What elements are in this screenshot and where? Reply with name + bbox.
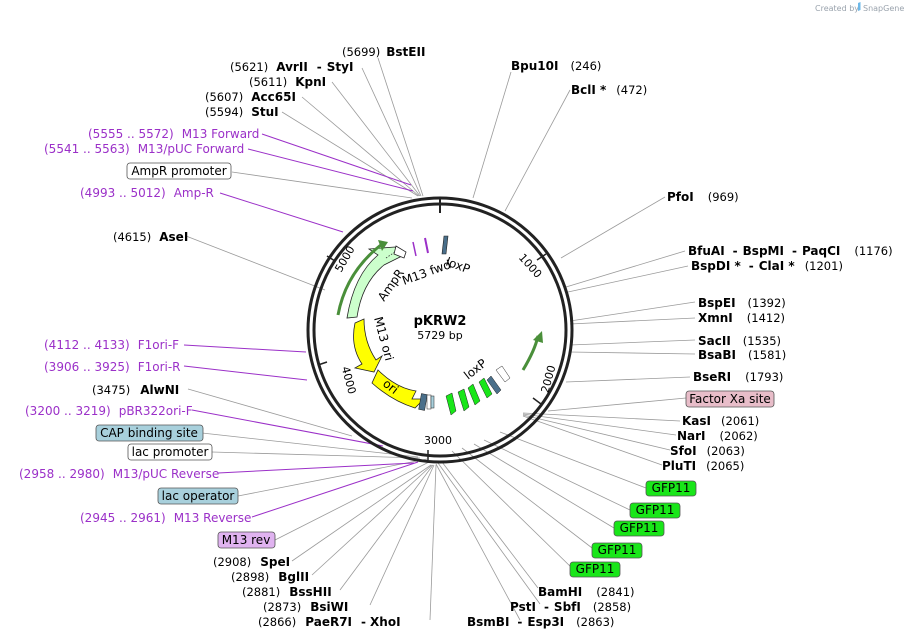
enzyme-pluti[interactable]: PluTI(2065)	[662, 459, 744, 473]
enzyme-bamhi[interactable]: BamHI(2841)	[538, 585, 635, 599]
feature-box-gfp11-5[interactable]: GFP11	[569, 561, 621, 578]
ampr-direction-arc	[336, 242, 383, 316]
inner-label-m13ori: M13 ori	[371, 315, 396, 362]
enzyme-bsteii[interactable]: (5699)BstEII	[342, 45, 425, 59]
feature-label-lac-operator: lac operator	[162, 489, 235, 503]
primer-f1ori-f[interactable]: (4112 .. 4133)F1ori-F	[44, 338, 179, 352]
enzyme-spei[interactable]: (2908)SpeI	[213, 555, 290, 569]
enzyme-sacii[interactable]: SacII(1535)	[698, 334, 781, 348]
factor-xa-feature[interactable]	[495, 365, 511, 383]
enzyme-kasi[interactable]: KasI(2061)	[682, 414, 759, 428]
gfp11-mark-4[interactable]	[478, 377, 493, 399]
inner-label-ampr: AmpR	[375, 266, 407, 303]
enzyme-pfoi[interactable]: PfoI(969)	[667, 190, 739, 204]
ampr-primer-site	[385, 251, 396, 259]
enzyme-bsiwi[interactable]: (2873)BsiWI	[263, 600, 348, 614]
plasmid-length: 5729 bp	[417, 329, 462, 342]
enzyme-bspdi-clai[interactable]: BspDI *-ClaI *(1201)	[691, 259, 843, 273]
feature-box-cap[interactable]: CAP binding site	[95, 424, 204, 442]
enzyme-bspei[interactable]: BspEI(1392)	[698, 296, 786, 310]
feature-box-factor-xa[interactable]: Factor Xa site	[685, 390, 775, 408]
enzyme-bglii[interactable]: (2898)BglII	[231, 570, 309, 584]
primer-amp-r[interactable]: (4993 .. 5012)Amp-R	[80, 186, 214, 200]
inner-label-loxp-right: loxP	[461, 356, 489, 382]
leader-lines	[185, 57, 696, 621]
enzyme-paer7i-xhoi[interactable]: (2866)PaeR7I-XhoI	[258, 615, 401, 629]
gfp11-mark-3[interactable]	[467, 383, 481, 406]
enzyme-stui[interactable]: (5594)StuI	[205, 105, 279, 119]
primer-m13-forward[interactable]: (5555 .. 5572)M13 Forward	[88, 127, 259, 141]
feature-label-lac-promoter: lac promoter	[132, 445, 209, 459]
enzyme-bpu10i[interactable]: Bpu10I(246)	[511, 59, 601, 73]
enzyme-psti-sbfi[interactable]: PstI-SbfI(2858)	[510, 600, 631, 614]
gfp11-mark-2[interactable]	[457, 388, 470, 412]
enzyme-asei[interactable]: (4615)AseI	[113, 230, 188, 244]
feature-box-ampr-promoter[interactable]: AmpR promoter	[126, 162, 232, 180]
feature-label-gfp11-5: GFP11	[576, 562, 615, 576]
enzyme-bsmbi-esp3i[interactable]: BsmBI-Esp3I(2863)	[467, 615, 614, 629]
primer-m13-puc-forward[interactable]: (5541 .. 5563)M13/pUC Forward	[44, 142, 244, 156]
lac-operator-feature[interactable]	[418, 393, 428, 411]
primer-m13-puc-reverse[interactable]: (2958 .. 2980)M13/pUC Reverse	[19, 467, 219, 481]
enzyme-bcli[interactable]: BclI *(472)	[571, 83, 647, 97]
primer-f1ori-r[interactable]: (3906 .. 3925)F1ori-R	[44, 360, 181, 374]
feature-box-lac-operator[interactable]: lac operator	[157, 487, 239, 505]
feature-box-lac-promoter[interactable]: lac promoter	[127, 443, 213, 461]
credit-brand: SnapGene	[863, 4, 904, 13]
feature-box-m13-rev[interactable]: M13 rev	[217, 531, 276, 549]
enzyme-nari[interactable]: NarI(2062)	[677, 429, 758, 443]
feature-label-m13-rev: M13 rev	[222, 533, 271, 547]
feature-label-factor-xa: Factor Xa site	[689, 392, 771, 406]
tick-marks	[317, 253, 547, 460]
tick-3000: 3000	[424, 434, 452, 447]
feature-label-gfp11-3: GFP11	[620, 521, 659, 535]
enzyme-avrii-styi[interactable]: (5621)AvrII-StyI	[230, 60, 353, 74]
enzyme-bsabi[interactable]: BsaBI(1581)	[698, 348, 786, 362]
tick-4000: 4000	[339, 365, 359, 395]
primer-pbr322ori-f[interactable]: (3200 .. 3219)pBR322ori-F	[25, 404, 193, 418]
plasmid-name: pKRW2	[414, 314, 467, 329]
feature-box-gfp11-1[interactable]: GFP11	[645, 480, 697, 497]
primer-mark-top2	[412, 241, 417, 257]
feature-label-gfp11-2: GFP11	[636, 503, 675, 517]
right-direction-arc	[521, 335, 540, 371]
primer-mark-top	[424, 237, 429, 254]
ampr-promoter-feature[interactable]	[393, 245, 407, 259]
enzyme-alwni[interactable]: (3475)AlwNI	[92, 383, 179, 397]
feature-label-ampr-promoter: AmpR promoter	[131, 164, 226, 178]
enzyme-bseri[interactable]: BseRI(1793)	[693, 370, 783, 384]
feature-label-gfp11-1: GFP11	[652, 481, 691, 495]
enzyme-bsshii[interactable]: (2881)BssHII	[242, 585, 332, 599]
feature-box-gfp11-3[interactable]: GFP11	[613, 520, 665, 537]
lac-promoter-feature[interactable]	[426, 394, 432, 410]
gfp11-mark-1[interactable]	[445, 392, 457, 416]
right-direction-arrowhead	[533, 331, 543, 343]
m13-ori-feature[interactable]	[353, 318, 384, 373]
enzyme-sfoi[interactable]: SfoI(2063)	[670, 444, 745, 458]
snapgene-logo	[858, 2, 861, 11]
primer-m13-reverse[interactable]: (2945 .. 2961)M13 Reverse	[80, 511, 251, 525]
feature-label-cap: CAP binding site	[100, 426, 198, 440]
enzyme-acc65i[interactable]: (5607)Acc65I	[205, 90, 296, 104]
feature-box-gfp11-2[interactable]: GFP11	[629, 502, 681, 519]
credit-prefix: Created by	[815, 4, 859, 13]
feature-label-gfp11-4: GFP11	[598, 543, 637, 557]
enzyme-bfuai-bspmi-paqci[interactable]: BfuAI-BspMI-PaqCI(1176)	[688, 244, 893, 258]
feature-box-gfp11-4[interactable]: GFP11	[591, 542, 643, 559]
loxp-right-feature[interactable]	[486, 375, 502, 395]
ampr-direction-arrowhead	[378, 240, 388, 251]
enzyme-xmni[interactable]: XmnI(1412)	[698, 311, 785, 325]
cap-binding-feature[interactable]	[430, 395, 435, 409]
inner-label-m13fwd: M13 fwd	[400, 257, 453, 288]
primer-leaders	[183, 133, 419, 518]
enzyme-kpni[interactable]: (5611)KpnI	[249, 75, 326, 89]
loxp-top-feature[interactable]	[441, 235, 449, 255]
